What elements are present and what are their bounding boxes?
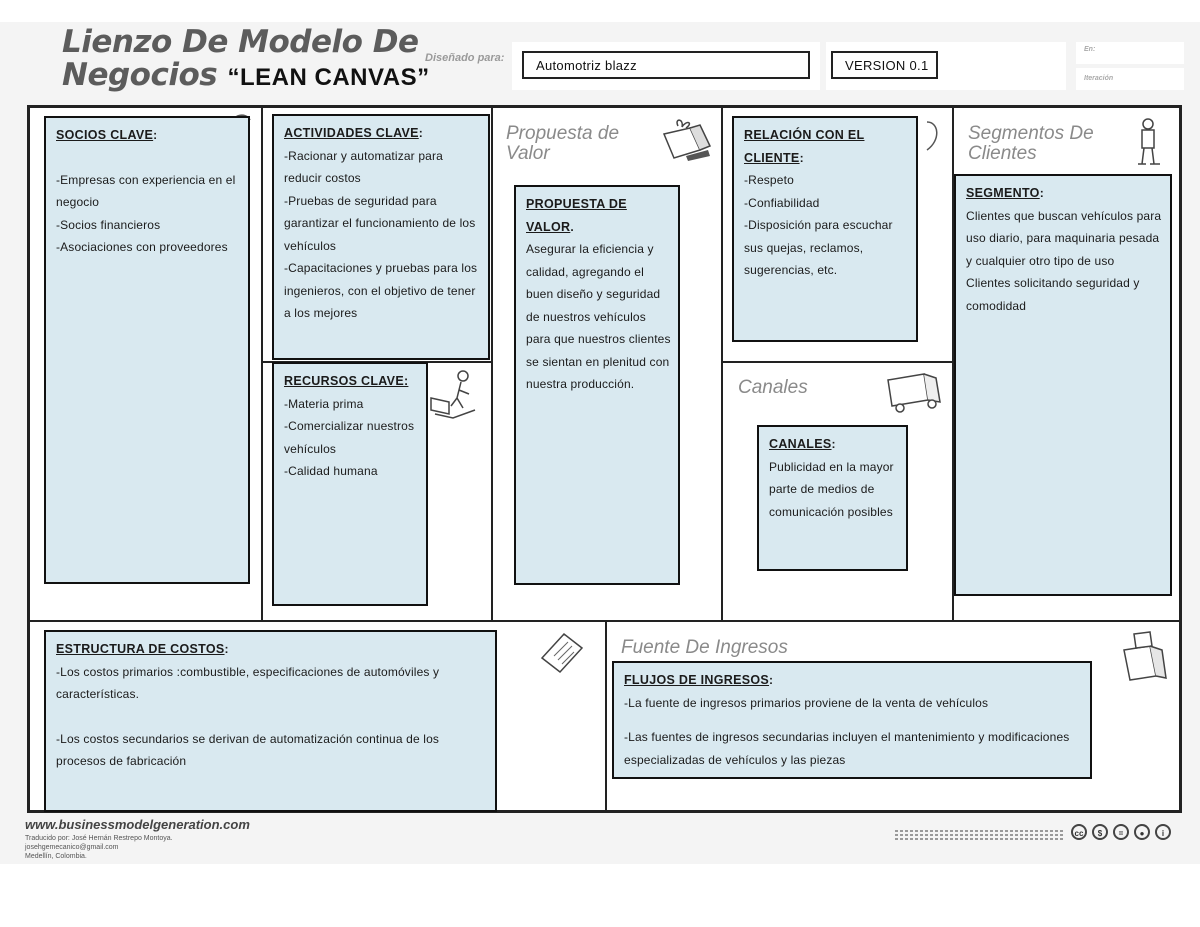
relacion-line-2: -Disposición para escuchar sus quejas, r…	[744, 218, 897, 277]
grid-line	[491, 108, 493, 621]
person-icon	[1138, 118, 1160, 165]
segmento-line-0: Clientes que buscan vehículos para uso d…	[966, 208, 1165, 268]
grid-line	[723, 361, 952, 363]
worker-icon	[430, 370, 476, 419]
recursos-clave-box[interactable]: RECURSOS CLAVE: -Materia prima -Comercia…	[272, 362, 428, 606]
socios-line-3: -Asociaciones con proveedores	[56, 240, 228, 254]
recursos-line-0: -Materia prima	[284, 396, 364, 411]
actividades-clave-heading: ACTIVIDADES CLAVE	[284, 126, 419, 140]
gift-icon	[662, 119, 712, 161]
propuesta-section-title: Propuesta de Valor	[506, 123, 620, 164]
socios-line-2: -Socios financieros	[56, 217, 161, 232]
footer-translator: Traducido por: José Hernán Restrepo Mont…	[25, 835, 173, 842]
costos-line-2: -Los costos secundarios se derivan de au…	[56, 731, 443, 769]
cc-icon: cc	[1071, 824, 1087, 840]
legal-line	[895, 834, 1065, 836]
heading-suffix: :	[153, 128, 158, 142]
recursos-line-1: -Comercializar nuestros vehículos	[284, 419, 418, 456]
canales-line-0: Publicidad en la mayor parte de medios d…	[769, 459, 898, 519]
segmento-heading: SEGMENTO	[966, 186, 1040, 200]
ingresos-line-2: -Las fuentes de ingresos secundarias inc…	[624, 730, 1073, 767]
heading-suffix: :	[418, 126, 423, 140]
footer-email: josehgemecanico@gmail.com	[25, 844, 119, 851]
socios-clave-box[interactable]: SOCIOS CLAVE: -Empresas con experiencia …	[44, 116, 250, 584]
segmentos-section-title: Segmentos De Clientes	[968, 123, 1094, 164]
page-title: Lienzo De Modelo De Negocios “LEAN CANVA…	[62, 26, 430, 94]
canales-box[interactable]: CANALES: Publicidad en la mayor parte de…	[757, 425, 908, 571]
propuesta-valor-box[interactable]: PROPUESTA DE VALOR. Asegurar la eficienc…	[514, 185, 680, 585]
socios-line-0	[56, 147, 242, 169]
segmento-box[interactable]: SEGMENTO: Clientes que buscan vehículos …	[954, 174, 1172, 596]
legal-line	[895, 838, 1065, 840]
date-cell	[1076, 42, 1184, 64]
actividades-line-2: -Capacitaciones y pruebas para los ingen…	[284, 261, 481, 320]
propuesta-line-0: Asegurar la eficiencia y calidad, agrega…	[526, 242, 675, 391]
version-field[interactable]: VERSION 0.1	[831, 51, 938, 79]
legal-line	[895, 830, 1065, 832]
socios-line-1: -Empresas con experiencia en el negocio	[56, 172, 239, 210]
iteration-label: Iteración	[1084, 75, 1114, 82]
invoice-icon	[540, 632, 584, 674]
footer-city: Medellín, Colombia.	[25, 853, 87, 860]
grid-line	[721, 108, 723, 621]
grid-line	[605, 620, 607, 813]
title-lean-canvas: “LEAN CANVAS”	[227, 64, 430, 91]
cash-register-icon	[1123, 631, 1167, 681]
canales-heading: CANALES	[769, 437, 832, 451]
by-icon: $	[1092, 824, 1108, 840]
actividades-line-0: -Racionar y automatizar para reducir cos…	[284, 148, 447, 186]
heading-suffix: :	[769, 673, 774, 687]
iteration-cell	[1076, 68, 1184, 90]
heading-suffix: .	[570, 219, 574, 234]
designed-for-field[interactable]: Automotriz blazz	[522, 51, 810, 79]
actividades-line-1: -Pruebas de seguridad para garantizar el…	[284, 193, 479, 253]
canales-section-title: Canales	[738, 377, 808, 398]
relacion-cliente-box[interactable]: RELACIÓN CON EL CLIENTE: -Respeto -Confi…	[732, 116, 918, 342]
ingresos-line-1	[624, 714, 1084, 726]
designed-for-label: Diseñado para:	[425, 52, 505, 64]
segmento-line-1: Clientes solicitando seguridad y comodid…	[966, 276, 1144, 313]
estructura-costos-heading: ESTRUCTURA DE COSTOS	[56, 642, 225, 656]
truck-icon	[887, 373, 941, 413]
footer-legal-text	[895, 828, 1065, 842]
flujos-ingresos-box[interactable]: FLUJOS DE INGRESOS: -La fuente de ingres…	[612, 661, 1092, 779]
ingresos-line-0: -La fuente de ingresos primarios provien…	[624, 695, 989, 710]
heading-suffix: :	[224, 642, 229, 656]
heading-suffix: :	[1039, 186, 1044, 200]
grid-line	[952, 108, 954, 621]
date-label: En:	[1084, 46, 1096, 53]
attribution-icon: i	[1155, 824, 1171, 840]
relacion-line-1: -Confiabilidad	[744, 195, 820, 210]
recursos-clave-heading: RECURSOS CLAVE:	[284, 374, 409, 388]
title-line-2: Negocios	[62, 57, 218, 93]
heading-suffix: :	[831, 437, 836, 451]
heart-icon	[926, 121, 938, 151]
costos-line-1	[56, 706, 489, 728]
title-line-1: Lienzo De Modelo De	[62, 24, 419, 60]
socios-clave-heading: SOCIOS CLAVE	[56, 128, 154, 142]
relacion-cliente-heading: RELACIÓN CON EL CLIENTE	[744, 128, 865, 165]
fuente-section-title: Fuente De Ingresos	[621, 637, 788, 658]
footer-credits: Traducido por: José Hernán Restrepo Mont…	[25, 834, 173, 861]
nc-icon: =	[1113, 824, 1129, 840]
footer-url[interactable]: www.businessmodelgeneration.com	[25, 817, 250, 832]
actividades-clave-box[interactable]: ACTIVIDADES CLAVE: -Racionar y automatiz…	[272, 114, 490, 360]
estructura-costos-box[interactable]: ESTRUCTURA DE COSTOS: -Los costos primar…	[44, 630, 497, 812]
heading-suffix: :	[799, 150, 804, 165]
recursos-line-2: -Calidad humana	[284, 464, 378, 478]
propuesta-valor-heading: PROPUESTA DE VALOR	[526, 197, 627, 234]
grid-line	[261, 108, 263, 621]
flujos-ingresos-heading: FLUJOS DE INGRESOS	[624, 673, 770, 687]
costos-line-0: -Los costos primarios :combustible, espe…	[56, 664, 443, 702]
relacion-line-0: -Respeto	[744, 173, 794, 187]
sa-icon: ●	[1134, 824, 1150, 840]
